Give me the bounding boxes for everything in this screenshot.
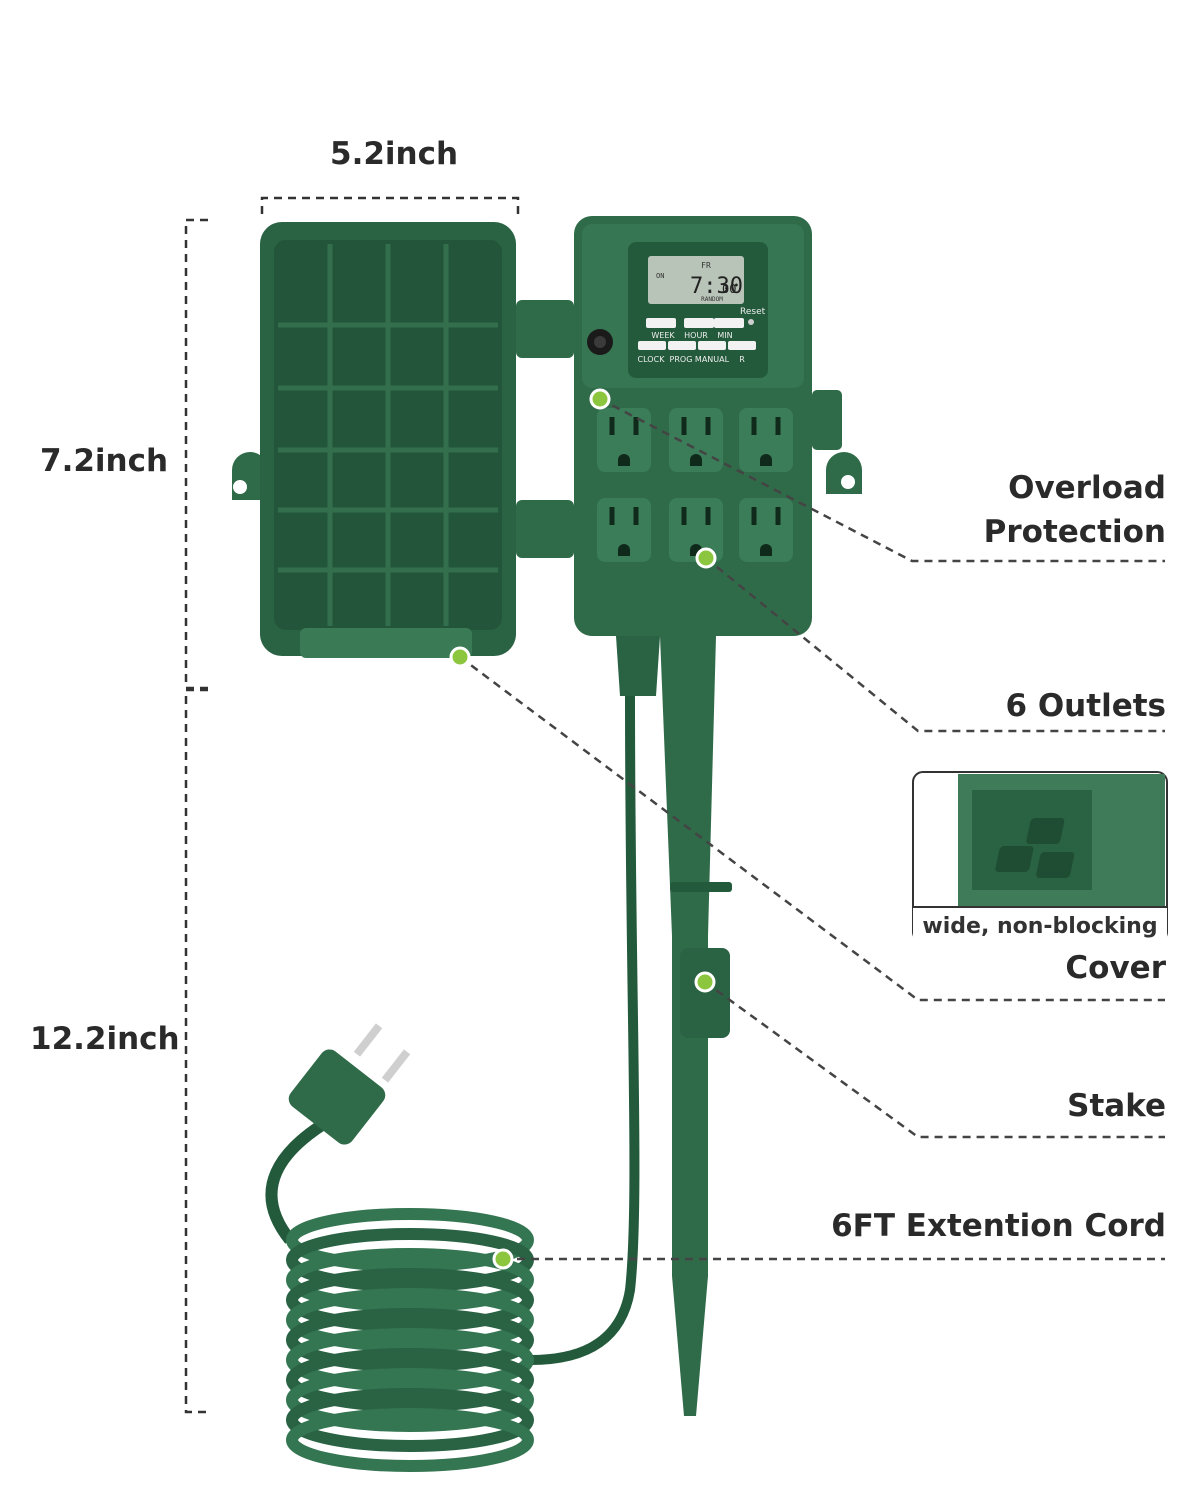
box-height-dimension-label: 7.2inch <box>40 443 169 479</box>
leader-stake <box>704 980 1165 1139</box>
mount-hole-right <box>841 475 855 489</box>
total-height-dimension-label: 12.2inch <box>30 1021 180 1057</box>
reset-label: Reset <box>740 307 766 317</box>
outlet-grid <box>597 408 793 562</box>
coil-loop <box>286 1268 534 1332</box>
outlet <box>669 408 723 472</box>
prog-label: PROG <box>670 355 693 364</box>
r-label: R <box>739 355 745 364</box>
cover-illustration <box>232 222 574 658</box>
overload-protection-callout: Overload Protection <box>984 466 1166 554</box>
min-label: MIN <box>717 331 732 340</box>
stake-ring <box>670 882 732 892</box>
hour-label: HOUR <box>684 331 708 340</box>
manual-label: MANUAL <box>695 355 730 364</box>
marker-cover <box>449 646 471 668</box>
timer-buttons <box>638 318 756 350</box>
outlet <box>597 498 651 562</box>
mount-hole-left <box>233 480 247 494</box>
leader-outlets <box>705 557 1165 733</box>
plug <box>288 1023 411 1145</box>
coil-loop <box>286 1228 534 1292</box>
lcd-on-indicator: ON <box>656 272 664 280</box>
lcd-screen <box>648 256 744 304</box>
lcd-day: FR <box>701 261 711 270</box>
coil-loop <box>286 1308 534 1372</box>
stake-clip <box>680 948 730 1038</box>
cover-callout: Cover <box>1065 950 1166 986</box>
coil-loop <box>286 1328 534 1392</box>
latch-right <box>812 390 842 450</box>
marker-stake <box>694 971 716 993</box>
coil-loop <box>286 1368 534 1432</box>
height-box-guide <box>184 218 208 690</box>
coil-loop <box>286 1348 534 1412</box>
coil-loop <box>286 1208 534 1272</box>
height-total-guide <box>184 688 210 1414</box>
lcd-time: 7:30 <box>690 274 743 299</box>
cover-ribs <box>278 244 498 626</box>
outlet <box>739 498 793 562</box>
leader-overload <box>599 397 1165 563</box>
leader-lines <box>459 397 1165 1261</box>
coil-loop <box>286 1388 534 1452</box>
coil-loop <box>286 1288 534 1352</box>
cord-coil <box>286 1208 534 1472</box>
markers <box>449 388 717 1270</box>
outlet <box>597 408 651 472</box>
inset-caption: wide, non-blocking <box>913 906 1167 944</box>
coil-loop <box>286 1408 534 1472</box>
outlet <box>739 408 793 472</box>
strain-relief <box>616 636 660 696</box>
cover-lip <box>300 628 472 658</box>
marker-cord <box>492 1248 514 1270</box>
main-unit-illustration <box>574 216 862 636</box>
cord-to-plug <box>265 1114 334 1244</box>
hinge-bottom <box>516 500 574 558</box>
stake-callout: Stake <box>1067 1088 1166 1124</box>
overload-line-2: Protection <box>983 514 1166 550</box>
lcd-seconds: 00 <box>722 282 736 296</box>
reset-pin <box>748 319 754 325</box>
cord-callout: 6FT Extention Cord <box>831 1208 1166 1244</box>
width-dimension-label: 5.2inch <box>330 136 459 172</box>
cord-from-unit <box>529 695 640 1365</box>
marker-overload <box>589 388 611 410</box>
outlet <box>669 498 723 562</box>
hinge-top <box>516 300 574 358</box>
overload-line-1: Overload <box>1008 470 1166 506</box>
width-guide <box>260 196 520 214</box>
coil-loop <box>286 1248 534 1312</box>
outlets-callout: 6 Outlets <box>1005 688 1166 724</box>
cord-illustration <box>265 695 640 1472</box>
marker-outlets <box>695 547 717 569</box>
cover-inset-photo <box>912 771 1168 943</box>
clock-label: CLOCK <box>638 355 666 364</box>
stake-illustration <box>616 636 732 1416</box>
dimension-guides <box>184 196 520 1414</box>
week-label: WEEK <box>651 331 675 340</box>
lcd-mode: RANDOM <box>701 296 723 303</box>
